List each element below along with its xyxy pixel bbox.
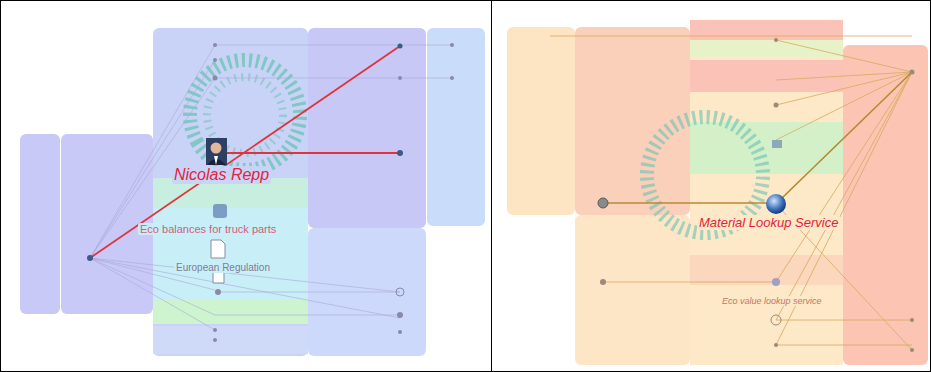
node-label: Nicolas Repp	[172, 166, 271, 184]
left-panel	[20, 28, 485, 356]
node-label: Material Lookup Service	[697, 213, 840, 231]
node-text: Eco value lookup service	[720, 296, 824, 306]
node-text: Eco balances for truck parts	[138, 223, 278, 235]
node-text: Nicolas Repp	[172, 166, 271, 184]
node-label: Eco value lookup service	[720, 290, 824, 308]
node-label: European Regulation	[174, 257, 272, 275]
right-panel	[507, 20, 928, 365]
node-text: European Regulation	[174, 262, 272, 273]
node-text: Material Lookup Service	[697, 215, 840, 230]
node-label: Eco balances for truck parts	[138, 219, 278, 237]
